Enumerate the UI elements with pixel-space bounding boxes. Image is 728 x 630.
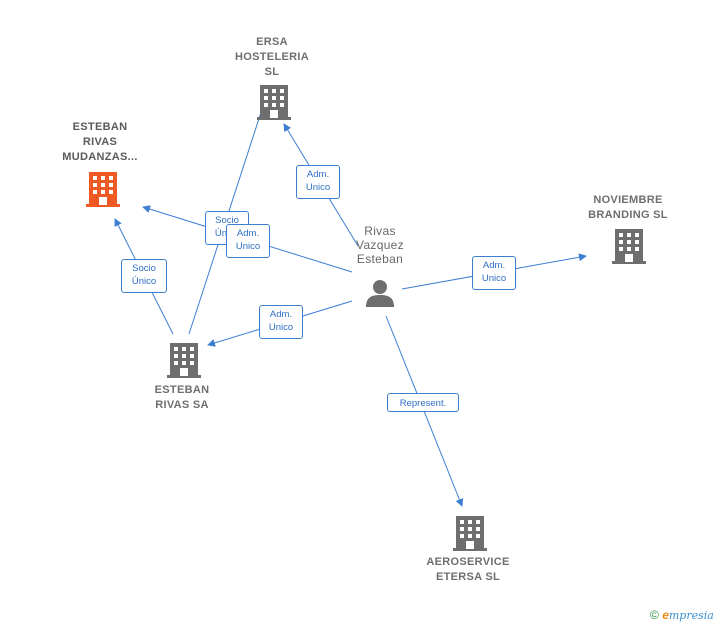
node-label-esteban-rivas-sa[interactable]: ESTEBAN RIVAS SA xyxy=(154,384,210,411)
brand-initial: e xyxy=(662,608,669,622)
person-icon xyxy=(366,280,394,307)
building-icon xyxy=(257,85,291,120)
edge-label-adm-unico: Adm. Unico xyxy=(259,305,303,339)
edge-label-adm-unico: Adm. Unico xyxy=(296,165,340,199)
empresia-logo[interactable]: © empresia xyxy=(650,608,714,622)
building-icon xyxy=(167,343,201,378)
node-label-rivas-vazquez-esteban[interactable]: Rivas Vazquez Esteban xyxy=(356,224,404,266)
building-icon xyxy=(453,516,487,551)
node-label-esteban-rivas-mudanzas[interactable]: ESTEBAN RIVAS MUDANZAS... xyxy=(62,121,138,163)
edge-label-represent: Represent. xyxy=(387,393,459,412)
edge-label-adm-unico: Adm. Unico xyxy=(472,256,516,290)
copyright-symbol: © xyxy=(650,608,659,622)
node-label-aeroservice-etersa[interactable]: AEROSERVICE ETERSA SL xyxy=(426,556,510,583)
brand-name: mpresia xyxy=(668,609,714,622)
edge-label-adm-unico: Adm. Unico xyxy=(226,224,270,258)
node-label-noviembre-branding[interactable]: NOVIEMBRE BRANDING SL xyxy=(588,194,668,221)
building-icon xyxy=(612,229,646,264)
edge-label-socio-unico: Socio Único xyxy=(121,259,167,293)
node-label-ersa-hosteleria[interactable]: ERSA HOSTELERIA SL xyxy=(235,36,309,78)
building-icon xyxy=(86,172,120,207)
